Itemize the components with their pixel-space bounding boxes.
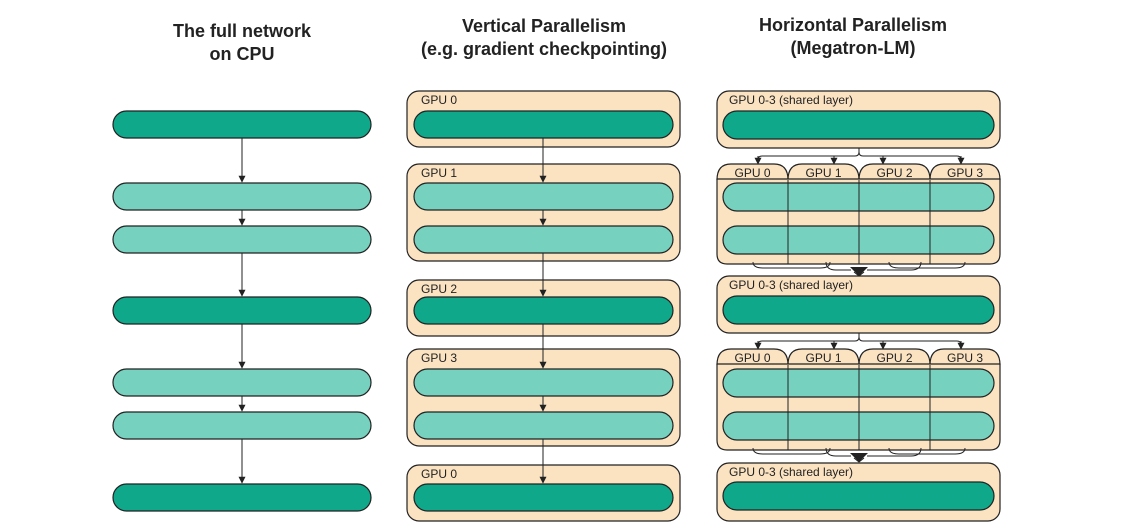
dense-layer	[112, 110, 372, 139]
connector-line	[825, 261, 851, 271]
title-line: on CPU	[209, 44, 275, 64]
hidden-layer	[112, 368, 372, 397]
hidden-layer	[413, 368, 674, 397]
connector-line	[858, 151, 962, 161]
gpu-label: GPU 0-3 (shared layer)	[729, 278, 853, 292]
gpu-label: GPU 0	[421, 93, 457, 107]
hidden-layer	[413, 225, 674, 254]
connector-line	[867, 447, 922, 457]
merge-arrow-head	[850, 267, 868, 276]
connector-line	[888, 447, 966, 455]
title-line: Vertical Parallelism	[461, 16, 627, 36]
hidden-layer	[413, 411, 674, 440]
connector-line	[757, 333, 860, 346]
gpu-label: GPU 2	[876, 166, 912, 180]
column-title-cpu: The full network on CPU	[92, 20, 392, 66]
column-title-horizontal: Horizontal Parallelism (Megatron-LM)	[703, 14, 1003, 60]
hidden-layer	[112, 225, 372, 254]
gpu-shard-tab	[716, 348, 789, 366]
gpu-shard-tab	[858, 348, 931, 366]
connector-line	[888, 261, 966, 269]
title-line: Horizontal Parallelism	[758, 15, 948, 35]
gpu-label: GPU 0	[734, 166, 770, 180]
dense-layer	[413, 296, 674, 325]
gpu-label: GPU 1	[805, 166, 841, 180]
dense-layer	[112, 483, 372, 512]
gpu-shard-tab	[787, 163, 860, 181]
merge-arrow	[853, 271, 865, 277]
title-line: The full network	[172, 21, 311, 41]
dense-layer	[722, 481, 995, 511]
dense-layer	[413, 483, 674, 512]
merge-arrow	[853, 457, 865, 463]
gpu-shard-tab	[787, 348, 860, 366]
dense-layer	[722, 295, 995, 325]
gpu-label: GPU 0-3 (shared layer)	[729, 465, 853, 479]
gpu-shard-tab	[858, 163, 931, 181]
gpu-label: GPU 1	[805, 351, 841, 365]
gpu-shard-tab	[716, 163, 789, 181]
connector-line	[867, 261, 922, 271]
connector-line	[858, 336, 962, 346]
connector-line	[752, 447, 831, 455]
connector-line	[757, 148, 860, 161]
gpu-label: GPU 0	[421, 467, 457, 481]
title-line: (Megatron-LM)	[790, 38, 916, 58]
gpu-label: GPU 1	[421, 166, 457, 180]
gpu-label: GPU 3	[947, 351, 983, 365]
gpu-shard-tab	[929, 163, 1001, 181]
hidden-layer	[112, 411, 372, 440]
column-title-vertical: Vertical Parallelism (e.g. gradient chec…	[384, 15, 704, 61]
connector-line	[752, 261, 831, 269]
gpu-shard-tab	[929, 348, 1001, 366]
gpu-label: GPU 3	[947, 166, 983, 180]
gpu-label: GPU 3	[421, 351, 457, 365]
hidden-layer	[112, 182, 372, 211]
merge-arrow-head	[850, 453, 868, 462]
hidden-layer	[413, 182, 674, 211]
gpu-label: GPU 2	[876, 351, 912, 365]
dense-layer	[413, 110, 674, 139]
connector-line	[825, 447, 851, 457]
dense-layer	[112, 296, 372, 325]
title-line: (e.g. gradient checkpointing)	[420, 39, 667, 59]
dense-layer	[722, 110, 995, 140]
gpu-label: GPU 2	[421, 282, 457, 296]
gpu-label: GPU 0-3 (shared layer)	[729, 93, 853, 107]
gpu-label: GPU 0	[734, 351, 770, 365]
